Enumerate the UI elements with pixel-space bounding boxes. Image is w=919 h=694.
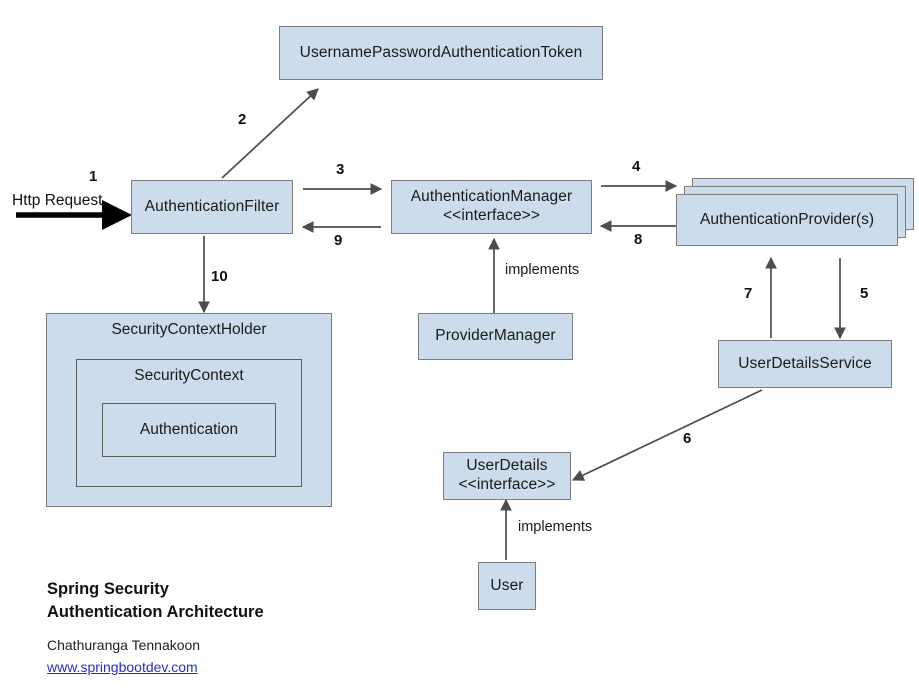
- caption-title-line2: Authentication Architecture: [47, 603, 264, 621]
- edge-label-8: 8: [634, 231, 643, 248]
- node-authentication-manager[interactable]: AuthenticationManager <<interface>>: [391, 180, 592, 234]
- node-label: UserDetails: [466, 457, 548, 475]
- label-http-request: Http Request: [12, 192, 103, 209]
- caption-website-link[interactable]: www.springbootdev.com: [47, 659, 198, 675]
- edge-label-6: 6: [683, 430, 692, 447]
- node-security-context[interactable]: SecurityContext Authentication: [76, 359, 302, 487]
- node-authentication[interactable]: Authentication: [102, 403, 276, 457]
- caption-title-line1: Spring Security: [47, 580, 169, 598]
- node-user-details[interactable]: UserDetails <<interface>>: [443, 452, 571, 500]
- node-user-details-service[interactable]: UserDetailsService: [718, 340, 892, 388]
- edge-6-uds-to-user-details: [571, 389, 763, 481]
- node-label: UserDetailsService: [738, 354, 872, 372]
- edge-label-9: 9: [334, 232, 343, 249]
- edge-label-2: 2: [238, 111, 247, 128]
- edge-2-to-token: [221, 88, 319, 179]
- authentication-label: Authentication: [139, 421, 239, 438]
- edge-label-implements-user: implements: [518, 519, 593, 535]
- node-label: ProviderManager: [435, 327, 556, 345]
- node-label: User: [490, 576, 524, 594]
- caption-author: Chathuranga Tennakoon: [47, 637, 201, 653]
- node-label: UsernamePasswordAuthenticationToken: [299, 43, 583, 61]
- node-authentication-filter[interactable]: AuthenticationFilter: [131, 180, 293, 234]
- edge-label-5: 5: [860, 285, 869, 302]
- node-label: AuthenticationManager: [410, 188, 573, 206]
- node-username-password-authentication-token[interactable]: UsernamePasswordAuthenticationToken: [279, 26, 603, 80]
- security-context-label: SecurityContext: [134, 367, 244, 384]
- node-security-context-holder[interactable]: SecurityContextHolder SecurityContext Au…: [46, 313, 332, 507]
- node-sublabel: <<interface>>: [443, 207, 540, 224]
- node-provider-manager[interactable]: ProviderManager: [418, 313, 573, 360]
- node-authentication-providers-stack[interactable]: AuthenticationProvider(s): [676, 178, 916, 260]
- node-sublabel: <<interface>>: [458, 476, 556, 493]
- node-label: AuthenticationFilter: [144, 197, 280, 215]
- edge-label-7: 7: [744, 285, 753, 302]
- edge-label-10: 10: [211, 268, 228, 285]
- edge-label-3: 3: [336, 161, 345, 178]
- node-label: AuthenticationProvider(s): [699, 211, 875, 228]
- edge-label-4: 4: [632, 158, 641, 175]
- edge-label-implements-provider-manager: implements: [505, 262, 580, 278]
- security-context-holder-label: SecurityContextHolder: [111, 321, 267, 338]
- node-authentication-providers[interactable]: AuthenticationProvider(s): [676, 194, 898, 246]
- node-user[interactable]: User: [478, 562, 536, 610]
- edge-label-1: 1: [89, 168, 98, 185]
